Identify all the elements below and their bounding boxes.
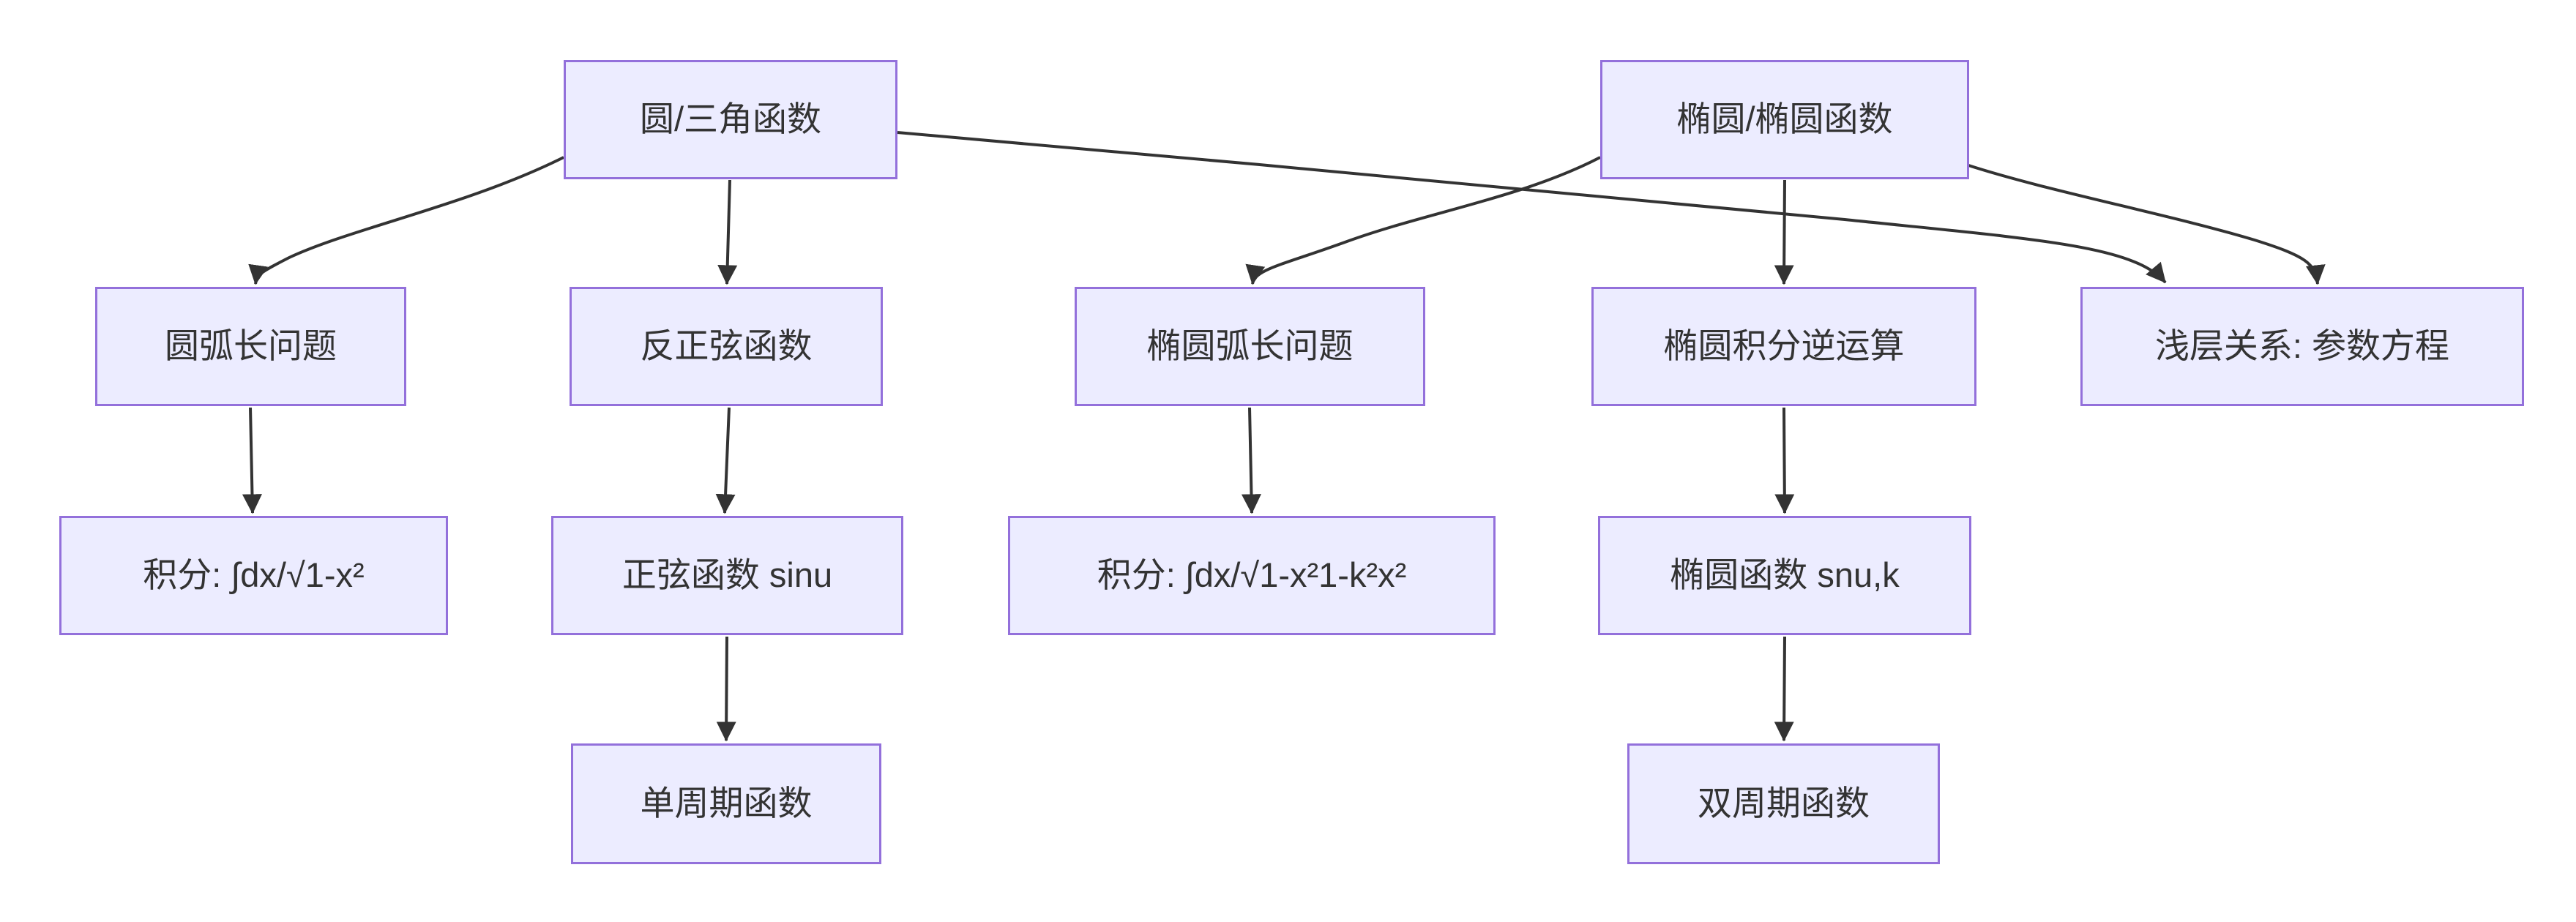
node-integral-circle-label: 积分: ∫dx/√1-x² — [143, 555, 365, 595]
edge-arc-length-to-integral-circle — [242, 407, 262, 514]
edge-ellipse-arc-length-to-integral-elliptic — [1241, 407, 1261, 514]
node-elliptic-integral-inverse: 椭圆积分逆运算 — [1591, 287, 1976, 406]
node-circle-trig-functions: 圆/三角函数 — [564, 60, 897, 179]
node-single-period-function: 单周期函数 — [571, 743, 881, 864]
edge-ellipse-to-shallow-relation — [1965, 163, 2326, 285]
node-single-period-function-label: 单周期函数 — [640, 784, 813, 823]
node-integral-elliptic-label: 积分: ∫dx/√1-x²1-k²x² — [1097, 555, 1407, 595]
node-ellipse-elliptic-functions-label: 椭圆/椭圆函数 — [1676, 100, 1893, 139]
node-double-period-function-label: 双周期函数 — [1698, 784, 1870, 823]
node-shallow-relation-parametric: 浅层关系: 参数方程 — [2080, 287, 2524, 406]
node-shallow-relation-parametric-label: 浅层关系: 参数方程 — [2154, 326, 2450, 366]
edge-elliptic-function-to-double-period — [1774, 636, 1794, 742]
edge-integral-inverse-to-elliptic-function — [1774, 407, 1795, 514]
node-elliptic-function-snuk: 椭圆函数 snu,k — [1598, 516, 1971, 635]
node-arcsine-function: 反正弦函数 — [570, 287, 883, 406]
node-arc-length-problem: 圆弧长问题 — [95, 287, 406, 406]
node-sine-function: 正弦函数 sinu — [551, 516, 903, 635]
node-integral-elliptic: 积分: ∫dx/√1-x²1-k²x² — [1008, 516, 1496, 635]
node-sine-function-label: 正弦函数 sinu — [621, 555, 833, 595]
node-double-period-function: 双周期函数 — [1627, 743, 1940, 864]
node-arcsine-function-label: 反正弦函数 — [640, 326, 813, 366]
edge-arcsine-to-sine-function — [715, 407, 736, 514]
edge-ellipse-to-ellipse-arc-length-problem — [1245, 156, 1601, 285]
edge-circle-trig-to-arcsine-function — [717, 179, 738, 285]
edge-sine-to-single-period — [716, 636, 736, 742]
node-circle-trig-functions-label: 圆/三角函数 — [639, 100, 822, 139]
node-elliptic-function-snuk-label: 椭圆函数 snu,k — [1670, 555, 1900, 595]
edge-circle-trig-to-arc-length-problem — [248, 156, 564, 285]
node-integral-circle: 积分: ∫dx/√1-x² — [59, 516, 448, 635]
node-arc-length-problem-label: 圆弧长问题 — [165, 326, 337, 366]
node-ellipse-arc-length-problem: 椭圆弧长问题 — [1075, 287, 1425, 406]
edge-ellipse-to-elliptic-integral-inverse — [1774, 179, 1794, 285]
node-elliptic-integral-inverse-label: 椭圆积分逆运算 — [1663, 326, 1905, 366]
edge-circle-trig-to-shallow-relation — [897, 131, 2167, 284]
node-ellipse-arc-length-problem-label: 椭圆弧长问题 — [1146, 326, 1354, 366]
node-ellipse-elliptic-functions: 椭圆/椭圆函数 — [1600, 60, 1969, 179]
